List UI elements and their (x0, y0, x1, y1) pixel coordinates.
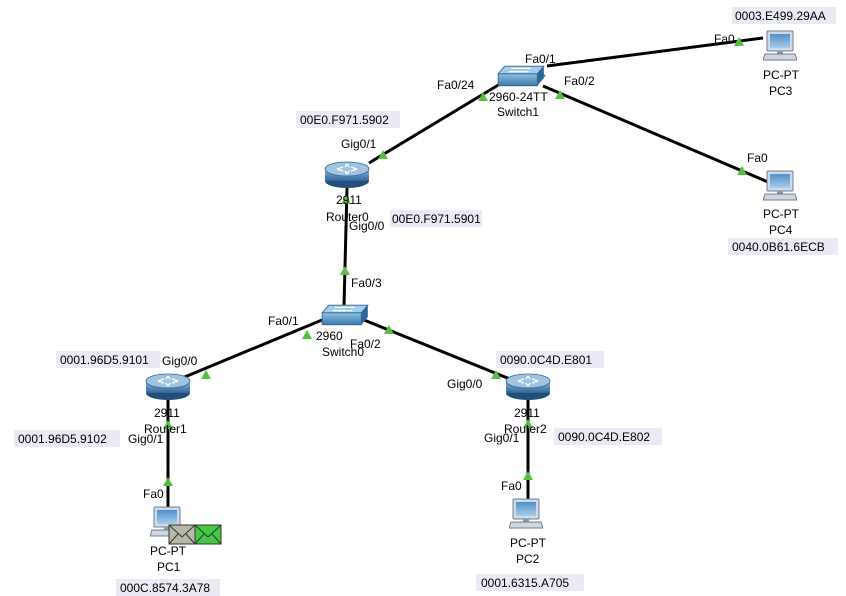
router0-device[interactable]: 2911 Router0 (324, 161, 370, 224)
port-label-pc2-fa0: Fa0 (501, 479, 522, 493)
router1-name-label: Router1 (144, 422, 187, 436)
port-label-sw1-fa024: Fa0/24 (437, 78, 475, 92)
svg-text:0090.0C4D.E801: 0090.0C4D.E801 (500, 353, 592, 367)
link-switch1-router0[interactable] (368, 82, 501, 165)
mac-label-r0-gig00: 00E0.F971.5901 (390, 210, 482, 227)
port-label-sw1-fa01: Fa0/1 (525, 52, 556, 66)
switch1-device[interactable]: 2960-24TT Switch1 (489, 65, 548, 119)
router0-model-label: 2911 (336, 193, 362, 207)
link-switch0-router2[interactable] (363, 318, 516, 383)
switch1-model-label: 2960-24TT (489, 90, 548, 104)
router2-name-label: Router2 (504, 422, 547, 436)
link-status-sw0-fa03 (340, 266, 350, 275)
port-label-r2-gig01: Gig0/1 (484, 431, 520, 445)
port-label-pc4-fa0: Fa0 (747, 151, 768, 165)
port-labels: Fa0/1 Fa0/2 Fa0/24 Fa0 Fa0 Gig0/1 Gig0/0… (128, 32, 768, 501)
link-switch1-pc3[interactable] (546, 36, 764, 68)
link-switch0-router1[interactable] (174, 318, 323, 383)
link-status-r2-gig01 (523, 419, 533, 428)
svg-text:0001.6315.A705: 0001.6315.A705 (481, 576, 569, 590)
link-status-r2-gig00 (491, 370, 501, 379)
svg-text:0001.96D5.9102: 0001.96D5.9102 (18, 432, 107, 446)
pc1-model-label: PC-PT (150, 544, 187, 558)
mac-label-pc4: 0040.0B61.6ECB (728, 238, 838, 255)
pc1-device[interactable]: PC-PT PC1 (150, 506, 187, 574)
switch0-model-label: 2960 (316, 329, 343, 343)
svg-text:0040.0B61.6ECB: 0040.0B61.6ECB (732, 240, 825, 254)
switch0-device[interactable]: 2960 Switch0 (316, 304, 369, 359)
mac-label-r0-gig01: 00E0.F971.5902 (296, 111, 400, 128)
port-label-r0-gig01: Gig0/1 (341, 137, 377, 151)
mac-label-r2-gig01: 0090.0C4D.E802 (554, 428, 662, 445)
pdu-envelope-icon-gray[interactable] (168, 524, 196, 545)
port-label-sw0-fa01: Fa0/1 (268, 314, 299, 328)
pc3-device[interactable]: PC-PT PC3 (763, 30, 800, 98)
link-status-r1-gig01 (163, 420, 173, 429)
link-status-r1-gig00 (201, 370, 211, 379)
switch1-name-label: Switch1 (497, 105, 539, 119)
router2-device[interactable]: 2911 Router2 (504, 373, 551, 436)
pdu-envelopes[interactable] (168, 524, 222, 545)
svg-text:0090.0C4D.E802: 0090.0C4D.E802 (558, 430, 650, 444)
link-switch1-pc4[interactable] (542, 84, 769, 184)
mac-label-r1-gig01: 0001.96D5.9102 (14, 430, 120, 447)
port-label-r2-gig00: Gig0/0 (447, 377, 483, 391)
port-label-r1-gig01: Gig0/1 (128, 432, 164, 446)
router2-model-label: 2911 (514, 406, 540, 420)
link-status-pc1-fa0 (163, 477, 173, 486)
pc2-name-label: PC2 (516, 552, 540, 566)
link-status-pc3-fa0 (734, 37, 744, 46)
svg-text:000C.8574.3A78: 000C.8574.3A78 (120, 581, 210, 595)
svg-text:00E0.F971.5901: 00E0.F971.5901 (392, 212, 481, 226)
link-status-r0-gig00 (341, 195, 351, 204)
port-label-sw1-fa02: Fa0/2 (564, 74, 595, 88)
pc3-name-label: PC3 (769, 84, 793, 98)
svg-text:0003.E499.29AA: 0003.E499.29AA (735, 9, 826, 23)
port-label-pc3-fa0: Fa0 (714, 32, 735, 46)
link-status-pc2-fa0 (523, 471, 533, 480)
mac-label-pc2: 0001.6315.A705 (476, 574, 584, 591)
mac-labels: 0003.E499.29AA 00E0.F971.5902 00E0.F971.… (14, 7, 838, 596)
mac-label-r2-gig00: 0090.0C4D.E801 (496, 351, 604, 368)
mac-label-r1-gig00: 0001.96D5.9101 (56, 351, 160, 368)
switch0-name-label: Switch0 (322, 345, 364, 359)
pc4-model-label: PC-PT (763, 207, 800, 221)
router0-name-label: Router0 (326, 210, 369, 224)
link-status-r0-gig01 (378, 150, 388, 159)
mac-label-pc1: 000C.8574.3A78 (116, 579, 220, 596)
pc3-model-label: PC-PT (763, 68, 800, 82)
port-label-sw0-fa02: Fa0/2 (350, 337, 381, 351)
router1-model-label: 2911 (154, 406, 180, 420)
link-status-sw1-fa024 (478, 92, 488, 101)
pc2-model-label: PC-PT (510, 536, 547, 550)
svg-text:00E0.F971.5902: 00E0.F971.5902 (300, 113, 389, 127)
pc2-device[interactable]: PC-PT PC2 (509, 498, 547, 566)
mac-label-pc3: 0003.E499.29AA (732, 7, 836, 24)
port-label-r1-gig00: Gig0/0 (162, 354, 198, 368)
pc4-device[interactable]: PC-PT PC4 (763, 170, 800, 237)
link-status-sw1-fa02 (555, 90, 565, 99)
port-label-sw0-fa03: Fa0/3 (351, 276, 382, 290)
pc1-name-label: PC1 (157, 560, 181, 574)
pc4-name-label: PC4 (769, 223, 793, 237)
link-status-sw0-fa01 (302, 330, 312, 339)
svg-text:0001.96D5.9101: 0001.96D5.9101 (60, 353, 149, 367)
port-label-pc1-fa0: Fa0 (143, 487, 164, 501)
link-status-pc4-fa0 (737, 166, 747, 175)
router1-device[interactable]: 2911 Router1 (144, 373, 191, 436)
port-label-r0-gig00: Gig0/0 (349, 219, 385, 233)
pdu-envelope-icon-green[interactable] (194, 524, 222, 545)
link-router0-switch0[interactable] (342, 187, 349, 307)
link-status-sw0-fa02 (384, 325, 394, 334)
